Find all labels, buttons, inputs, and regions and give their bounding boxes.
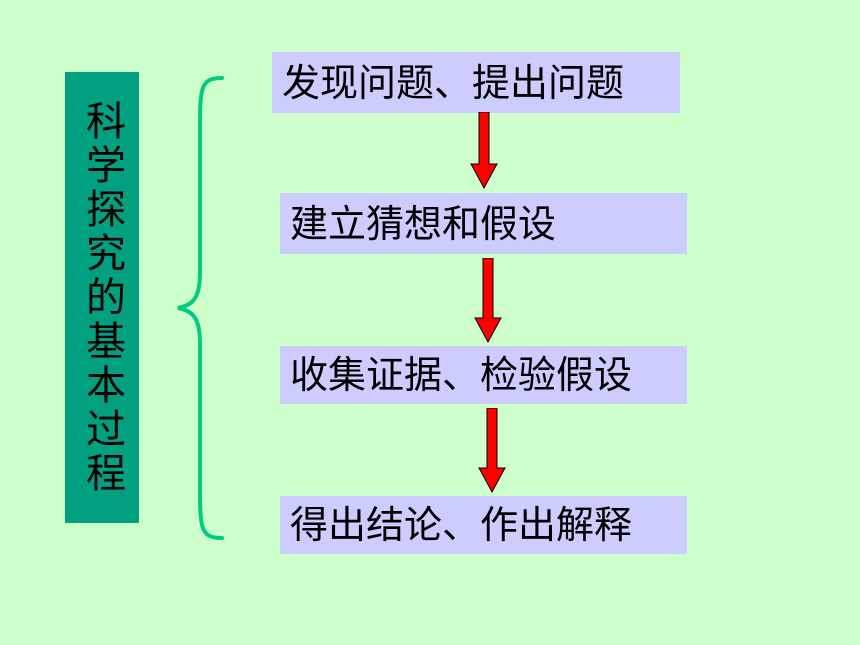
step-box-1: 发现问题、提出问题 bbox=[272, 52, 680, 113]
diagram-title-box: 科学探究的基本过程 bbox=[65, 72, 139, 523]
step-box-4: 得出结论、作出解释 bbox=[280, 496, 687, 554]
arrow-down-2 bbox=[474, 258, 502, 344]
step-label-4: 得出结论、作出解释 bbox=[290, 503, 633, 547]
step-box-3: 收集证据、检验假设 bbox=[280, 346, 687, 404]
step-box-2: 建立猜想和假设 bbox=[280, 193, 687, 254]
arrow-down-1 bbox=[470, 112, 498, 190]
diagram-title: 科学探究的基本过程 bbox=[79, 99, 125, 496]
arrow-down-3 bbox=[478, 408, 506, 494]
step-label-3: 收集证据、检验假设 bbox=[290, 353, 633, 397]
step-label-2: 建立猜想和假设 bbox=[290, 201, 557, 246]
curly-brace bbox=[177, 76, 224, 540]
step-label-1: 发现问题、提出问题 bbox=[282, 60, 625, 105]
